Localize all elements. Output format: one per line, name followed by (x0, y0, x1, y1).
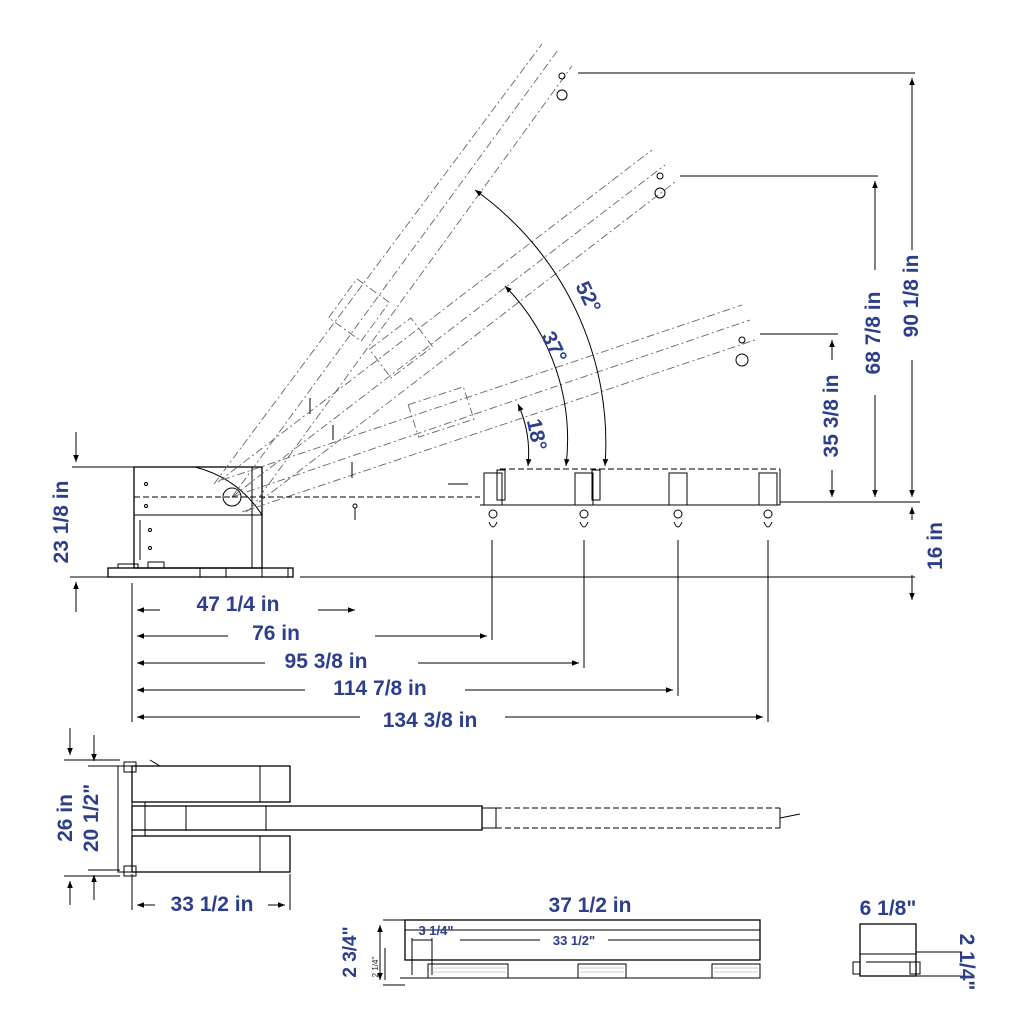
base-height-dimension (70, 432, 134, 612)
label-angle-37: 37° (537, 328, 572, 367)
pad-hatching (430, 967, 758, 973)
label-134-3-8: 134 3/8 in (383, 709, 478, 732)
label-20-1-2: 20 1/2" (80, 784, 103, 852)
top-view (64, 728, 801, 910)
section-view (852, 923, 962, 977)
arc-37 (504, 285, 570, 467)
label-47-1-4: 47 1/4 in (197, 593, 280, 616)
hook-114-position (758, 472, 778, 528)
dimension-labels: 23 1/8 in 16 in 35 3/8 in 68 7/8 in 90 1… (50, 255, 978, 991)
label-angle-18: 18° (522, 417, 551, 453)
reach-dimensions (131, 540, 769, 722)
boom-52deg (213, 43, 573, 511)
hook-76-position (574, 472, 594, 528)
base-frame (107, 466, 294, 578)
label-33-1-2-in: 33 1/2 in (171, 893, 254, 916)
label-2-1-4-small: 2 1/4" (371, 957, 380, 978)
label-26: 26 in (54, 794, 77, 842)
label-37-1-2: 37 1/2 in (549, 894, 632, 917)
label-90-1-8: 90 1/8 in (900, 255, 923, 338)
hook-95-position (668, 472, 688, 528)
label-6-1-8: 6 1/8" (860, 897, 917, 920)
height-dimensions (578, 72, 920, 600)
hook-47-position (483, 472, 503, 528)
boom-37deg (217, 149, 676, 513)
arc-52 (474, 189, 609, 467)
label-76: 76 in (252, 622, 300, 645)
label-68-7-8: 68 7/8 in (862, 292, 885, 375)
label-2-3-4: 2 3/4" (340, 926, 361, 977)
boom-detail-view (377, 919, 761, 986)
label-16: 16 in (924, 522, 947, 570)
label-33-1-2-quote: 33 1/2" (553, 933, 595, 948)
label-114-7-8: 114 7/8 in (333, 677, 426, 700)
label-3-1-4: 3 1/4" (418, 923, 453, 938)
side-view (70, 43, 920, 722)
label-95-3-8: 95 3/8 in (285, 650, 368, 673)
arc-18 (517, 403, 532, 467)
boom-18deg (221, 304, 756, 513)
label-35-3-8: 35 3/8 in (820, 375, 843, 458)
boom-horizontal (232, 468, 781, 528)
label-23-1-8: 23 1/8 in (50, 481, 73, 564)
label-2-1-4: 2 1/4" (955, 934, 978, 991)
